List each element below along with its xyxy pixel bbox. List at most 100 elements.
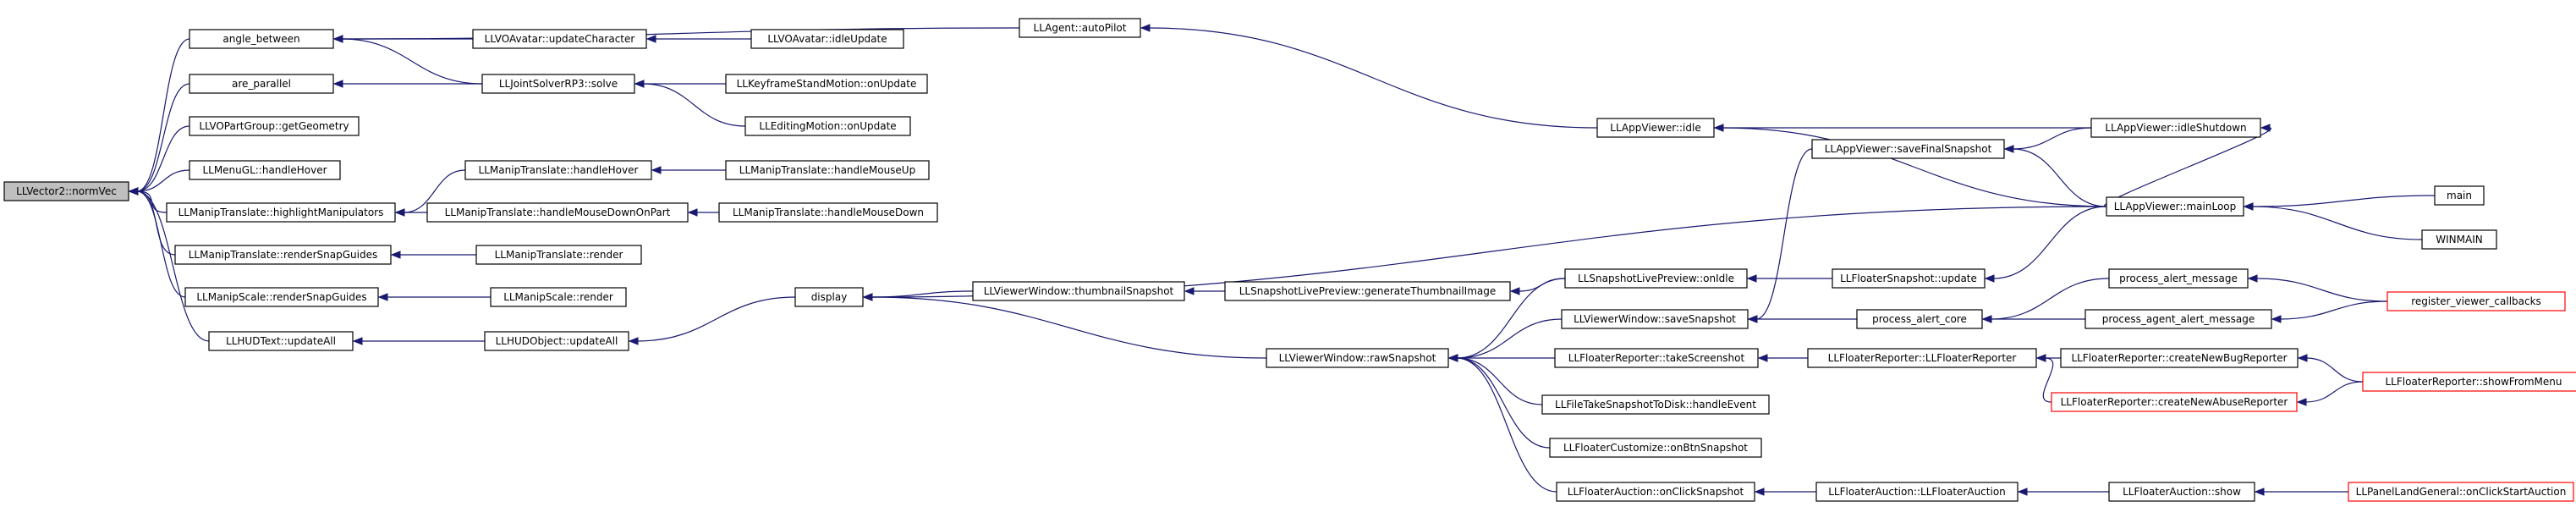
node-processAgentAlertMsg[interactable]: process_agent_alert_message: [2084, 309, 2272, 329]
node-label: LLVOPartGroup::getGeometry: [199, 120, 349, 132]
arrowhead: [2035, 354, 2046, 362]
node-mainLoop[interactable]: LLAppViewer::mainLoop: [2106, 196, 2244, 217]
edge-saveFinalSnapshot-to-saveSnapshot: [1747, 148, 1813, 323]
node-auctionOnClick[interactable]: LLFloaterAuction::onClickSnapshot: [1556, 482, 1755, 502]
node-autoPilot[interactable]: LLAgent::autoPilot: [1019, 18, 1141, 38]
edge-line: [642, 83, 746, 127]
node-label: register_viewer_callbacks: [2411, 295, 2541, 307]
node-registerViewerCallbacks[interactable]: register_viewer_callbacks: [2387, 291, 2566, 311]
node-generateThumb[interactable]: LLSnapshotLivePreview::generateThumbnail…: [1224, 281, 1511, 301]
edge-idleShutdown-to-saveFinalSnapshot: [2003, 127, 2092, 153]
node-takeScreenshot[interactable]: LLFloaterReporter::takeScreenshot: [1554, 348, 1759, 368]
node-highlightManip[interactable]: LLManipTranslate::highlightManipulators: [166, 202, 396, 223]
node-are_parallel[interactable]: are_parallel: [189, 74, 334, 94]
edge-customizeOnBtn-to-rawSnapshot: [1447, 354, 1551, 449]
edge-line: [136, 125, 190, 192]
edge-line: [403, 169, 466, 213]
node-box: [2434, 185, 2485, 206]
node-renderSnapT[interactable]: LLManipTranslate::renderSnapGuides: [174, 245, 392, 265]
node-box: [2106, 196, 2244, 217]
node-label: LLHUDObject::updateAll: [496, 335, 618, 347]
edge-onClickStartAuction-to-auctionShow: [2254, 488, 2348, 496]
node-hudUpdateAll[interactable]: LLHUDText::updateAll: [208, 331, 354, 351]
node-box: [208, 331, 354, 351]
node-box: [2387, 291, 2566, 311]
node-normVec[interactable]: LLVector2::normVec: [3, 181, 129, 201]
edge-mainLoop-to-floaterSnapUpdate: [1984, 206, 2107, 283]
node-manipRenderT[interactable]: LLManipTranslate::render: [475, 245, 642, 265]
node-idleShutdown[interactable]: LLAppViewer::idleShutdown: [2090, 118, 2261, 138]
edge-line: [2042, 357, 2054, 403]
arrowhead: [1184, 287, 1195, 295]
node-hudObjUpdateAll[interactable]: LLHUDObject::updateAll: [484, 331, 629, 351]
node-floaterReporterCtor[interactable]: LLFloaterReporter::LLFloaterReporter: [1807, 348, 2037, 368]
node-label: LLEditingMotion::onUpdate: [759, 120, 896, 132]
node-mouseDownOnPart[interactable]: LLManipTranslate::handleMouseDownOnPart: [426, 202, 689, 223]
node-label: LLSnapshotLivePreview::onIdle: [1578, 273, 1734, 284]
node-box: [166, 202, 396, 223]
node-takeSnapshotToDisk[interactable]: LLFileTakeSnapshotToDisk::handleEvent: [1541, 394, 1770, 415]
node-saveSnapshot[interactable]: LLViewerWindow::saveSnapshot: [1561, 309, 1749, 329]
node-rawSnapshot[interactable]: LLViewerWindow::rawSnapshot: [1266, 348, 1449, 368]
node-createNewAbuseReporter[interactable]: LLFloaterReporter::createNewAbuseReporte…: [2051, 392, 2298, 412]
edge-previewOnIdle-to-generateThumb: [1509, 278, 1566, 295]
node-onClickStartAuction[interactable]: LLPanelLandGeneral::onClickStartAuction: [2348, 482, 2574, 502]
edge-line: [1755, 148, 1813, 320]
node-label: LLViewerWindow::thumbnailSnapshot: [984, 285, 1174, 297]
arrowhead: [862, 293, 873, 301]
node-thumbnailSnapshot[interactable]: LLViewerWindow::thumbnailSnapshot: [972, 281, 1185, 301]
node-winmain[interactable]: WINMAIN: [2421, 229, 2497, 250]
node-angle_between[interactable]: angle_between: [189, 29, 334, 49]
node-handleMouseUp[interactable]: LLManipTranslate::handleMouseUp: [725, 160, 930, 180]
node-updateCharacter[interactable]: LLVOAvatar::updateCharacter: [472, 29, 647, 49]
edge-line: [1456, 357, 1551, 449]
node-jointSolve[interactable]: LLJointSolverRP3::solve: [481, 74, 635, 94]
node-showFromMenu[interactable]: LLFloaterReporter::showFromMenu: [2362, 372, 2576, 392]
node-display[interactable]: display: [794, 287, 864, 307]
node-manipRenderS[interactable]: LLManipScale::render: [490, 287, 627, 307]
node-customizeOnBtn[interactable]: LLFloaterCustomize::onBtnSnapshot: [1549, 438, 1762, 458]
node-handleMouseDown[interactable]: LLManipTranslate::handleMouseDown: [718, 202, 938, 223]
node-idleUpdate[interactable]: LLVOAvatar::idleUpdate: [750, 29, 904, 49]
node-box: [744, 116, 911, 136]
node-box: [1561, 309, 1749, 329]
node-editingOnUpdate[interactable]: LLEditingMotion::onUpdate: [744, 116, 911, 136]
edge-line: [2255, 278, 2388, 302]
node-label: process_agent_alert_message: [2102, 313, 2255, 325]
arrowhead: [1984, 274, 1995, 283]
arrowhead: [377, 293, 388, 301]
node-createNewBugReporter[interactable]: LLFloaterReporter::createNewBugReporter: [2060, 348, 2299, 368]
node-box: [481, 74, 635, 94]
node-processAlertMsg[interactable]: process_alert_message: [2108, 268, 2249, 289]
edge-line: [2012, 127, 2092, 150]
node-label: LLJointSolverRP3::solve: [499, 78, 618, 90]
node-keyframeOnUpdate[interactable]: LLKeyframeStandMotion::onUpdate: [725, 74, 928, 94]
node-label: LLFloaterReporter::createNewBugReporter: [2071, 352, 2287, 364]
node-auctionShow[interactable]: LLFloaterAuction::show: [2108, 482, 2255, 502]
node-previewOnIdle[interactable]: LLSnapshotLivePreview::onIdle: [1564, 268, 1748, 289]
edge-floaterAuctionCtor-to-auctionOnClick: [1754, 488, 1816, 496]
node-box: [1815, 482, 2019, 502]
node-renderSnapS[interactable]: LLManipScale::renderSnapGuides: [184, 287, 379, 307]
edge-createNewAbuseReporter-to-floaterReporterCtor: [2035, 354, 2054, 403]
node-label: LLManipTranslate::highlightManipulators: [179, 207, 384, 218]
node-label: are_parallel: [232, 78, 291, 90]
node-menuHover[interactable]: LLMenuGL::handleHover: [189, 160, 341, 180]
edge-manipRenderT-to-renderSnapT: [390, 251, 477, 259]
node-floaterSnapUpdate[interactable]: LLFloaterSnapshot::update: [1832, 268, 1986, 289]
node-box: [794, 287, 864, 307]
edge-line: [1722, 127, 2107, 207]
node-label: LLAppViewer::saveFinalSnapshot: [1825, 143, 1992, 155]
node-processAlertCore[interactable]: process_alert_core: [1856, 309, 1983, 329]
node-box: [1856, 309, 1983, 329]
node-saveFinalSnapshot[interactable]: LLAppViewer::saveFinalSnapshot: [1811, 139, 2005, 159]
node-floaterAuctionCtor[interactable]: LLFloaterAuction::LLFloaterAuction: [1815, 482, 2019, 502]
arrowhead: [2271, 315, 2282, 323]
node-manipHover[interactable]: LLManipTranslate::handleHover: [464, 160, 652, 180]
node-label: LLSnapshotLivePreview::generateThumbnail…: [1239, 285, 1497, 297]
edge-jointSolve-to-angle_between: [332, 35, 483, 85]
node-label: LLFloaterCustomize::onBtnSnapshot: [1563, 442, 1748, 454]
node-appIdle[interactable]: LLAppViewer::idle: [1596, 118, 1715, 138]
node-getGeometry[interactable]: LLVOPartGroup::getGeometry: [189, 116, 360, 136]
node-main[interactable]: main: [2434, 185, 2485, 206]
